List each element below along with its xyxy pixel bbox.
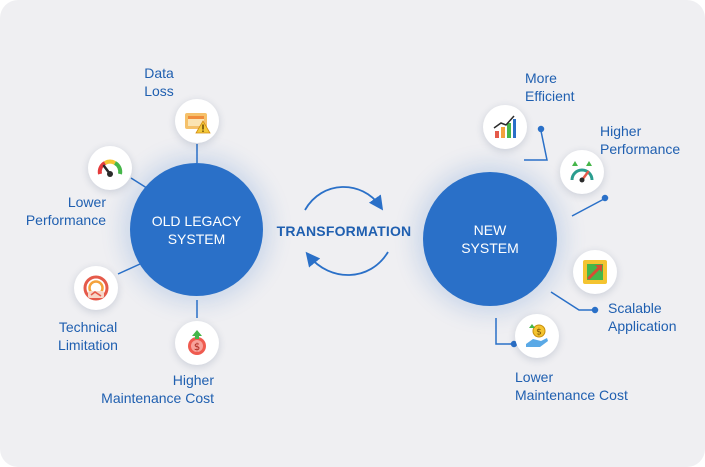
issue-label-data-loss: Data Loss xyxy=(144,65,174,99)
svg-text:$: $ xyxy=(194,342,200,353)
new-system-node: NEW SYSTEM xyxy=(423,172,557,306)
benefit-label-more-efficient: More Efficient xyxy=(525,70,575,104)
gauge-high-icon xyxy=(560,150,604,194)
old-legacy-system-node: OLD LEGACY SYSTEM xyxy=(130,163,263,296)
cost-up-icon: $ xyxy=(175,321,219,365)
connector-more-efficient xyxy=(524,130,548,161)
issue-label-lower-performance: Lower Performance xyxy=(25,194,106,228)
connector-lower-maintenance xyxy=(495,318,513,345)
connector-scalable-application xyxy=(550,291,594,311)
issue-label-higher-maintenance-cost: Higher Maintenance Cost xyxy=(101,372,214,406)
issue-label-technical-limitation: Technical Limitation xyxy=(58,319,118,353)
connector-higher-performance xyxy=(571,198,605,217)
benefit-label-lower-maintenance-cost: Lower Maintenance Cost xyxy=(515,369,628,403)
new-system-title: NEW SYSTEM xyxy=(461,222,519,256)
hand-coin-icon: $ xyxy=(515,314,559,358)
transformation-label: TRANSFORMATION xyxy=(276,223,412,239)
old-legacy-system-title: OLD LEGACY SYSTEM xyxy=(151,212,242,247)
connector-technical-limitation xyxy=(117,263,141,275)
cycle-arrow-top xyxy=(304,186,384,211)
svg-text:$: $ xyxy=(536,328,542,338)
technical-limitation-icon xyxy=(74,266,118,310)
gauge-low-icon xyxy=(88,146,132,190)
benefit-label-higher-performance: Higher Performance xyxy=(600,123,681,157)
benefit-label-scalable-application: Scalable Application xyxy=(608,300,677,334)
data-loss-icon xyxy=(175,99,219,143)
cycle-arrow-bottom xyxy=(305,251,389,276)
efficiency-chart-icon xyxy=(483,105,527,149)
scalable-arrow-icon xyxy=(573,250,617,294)
